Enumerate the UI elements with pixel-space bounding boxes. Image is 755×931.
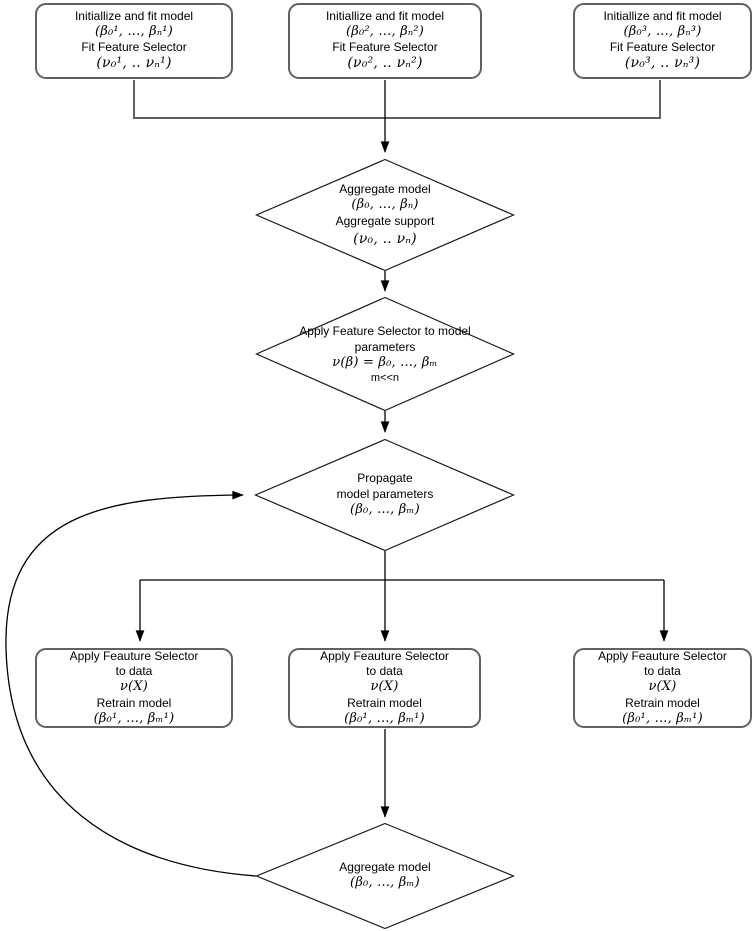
- node-math-line: (β₀¹, ..., βₙ¹): [94, 24, 173, 40]
- node-label-line: Apply Feauture Selector: [69, 649, 199, 664]
- node-math-line: (β₀¹, ..., βₘ¹): [344, 710, 425, 726]
- diamond-propagate-parameters-label: Propagate model parameters (β₀, ..., βₘ): [285, 448, 485, 542]
- node-math-line: (ν₀¹, .. νₙ¹): [96, 55, 172, 72]
- node-label-line: to data: [115, 664, 153, 679]
- diamond-aggregate-model-support-label: Aggregate model (β₀, ..., βₙ) Aggregate …: [265, 163, 505, 267]
- diamond-math-line: ν(β) = β₀, ..., βₘ: [332, 355, 438, 371]
- node-label-line: Fit Feature Selector: [81, 40, 187, 55]
- node-retrain-2: Apply Feauture Selector to data ν(X) Ret…: [288, 648, 481, 728]
- top-elbow-connector: [133, 80, 661, 119]
- diamond-label-line: Aggregate support: [335, 214, 435, 229]
- diamond-math-line: (β₀, ..., βₙ): [351, 197, 419, 213]
- diamond-label-line: Propagate: [357, 470, 413, 485]
- diamond-label-line: m<<n: [370, 371, 400, 384]
- node-math-line: ν(X): [370, 679, 399, 695]
- diamond-aggregate-model-final: [254, 822, 516, 930]
- feedback-curve-arrow: [5, 490, 257, 877]
- node-label-line: Initiallize and fit model: [74, 9, 194, 24]
- node-label-line: Initiallize and fit model: [325, 9, 445, 24]
- node-math-line: (β₀¹, ..., βₘ¹): [93, 710, 175, 726]
- node-initialize-fit-3: Initiallize and fit model (β₀³, ..., βₙ³…: [573, 3, 752, 79]
- node-math-line: ν(X): [119, 679, 149, 695]
- diamond-aggregate-model-final-label: Aggregate model (β₀, ..., βₘ): [285, 834, 485, 918]
- node-initialize-fit-2: Initiallize and fit model (β₀², ..., βₙ²…: [288, 3, 482, 79]
- diamond-apply-feature-selector: [255, 296, 515, 412]
- node-label-line: Fit Feature Selector: [609, 40, 716, 55]
- node-math-line: ν(X): [648, 679, 677, 695]
- diamond-apply-feature-selector-label: Apply Feature Selector to model paramete…: [268, 301, 502, 407]
- diamond-label-line: Apply Feature Selector to model: [299, 323, 471, 338]
- diamond-label-line: Aggregate model: [339, 181, 431, 196]
- node-retrain-1: Apply Feauture Selector to data ν(X) Ret…: [35, 648, 233, 728]
- node-math-line: (ν₀², .. νₙ²): [347, 55, 423, 72]
- node-math-line: (β₀², ..., βₙ²): [345, 24, 424, 40]
- node-label-line: Initiallize and fit model: [603, 9, 722, 24]
- node-label-line: to data: [366, 664, 403, 679]
- diamond-label-line: parameters: [354, 339, 416, 354]
- node-label-line: to data: [644, 664, 681, 679]
- diamond-label-line: Aggregate model: [339, 859, 431, 874]
- node-label-line: Retrain model: [96, 695, 172, 710]
- diamond-math-line: (β₀, ..., βₘ): [350, 502, 420, 518]
- node-label-line: Retrain model: [347, 695, 422, 710]
- node-math-line: (β₀³, ..., βₙ³): [623, 24, 702, 40]
- node-math-line: (ν₀³, .. νₙ³): [624, 55, 701, 72]
- node-label-line: Fit Feature Selector: [332, 40, 438, 55]
- diamond-math-line: (β₀, ..., βₘ): [350, 875, 420, 891]
- diamond-aggregate-model-support: [254, 158, 516, 272]
- node-math-line: (β₀¹, ..., βₘ¹): [622, 710, 703, 726]
- diamond-label-line: model parameters: [336, 486, 434, 501]
- node-retrain-3: Apply Feauture Selector to data ν(X) Ret…: [573, 648, 752, 728]
- node-initialize-fit-1: Initiallize and fit model (β₀¹, ..., βₙ¹…: [35, 3, 233, 79]
- diamond-math-line: (ν₀, .. νₙ): [353, 230, 417, 247]
- diamond-propagate-parameters: [253, 438, 516, 552]
- node-label-line: Apply Feauture Selector: [320, 649, 449, 664]
- node-label-line: Apply Feauture Selector: [598, 649, 727, 664]
- node-label-line: Retrain model: [625, 695, 700, 710]
